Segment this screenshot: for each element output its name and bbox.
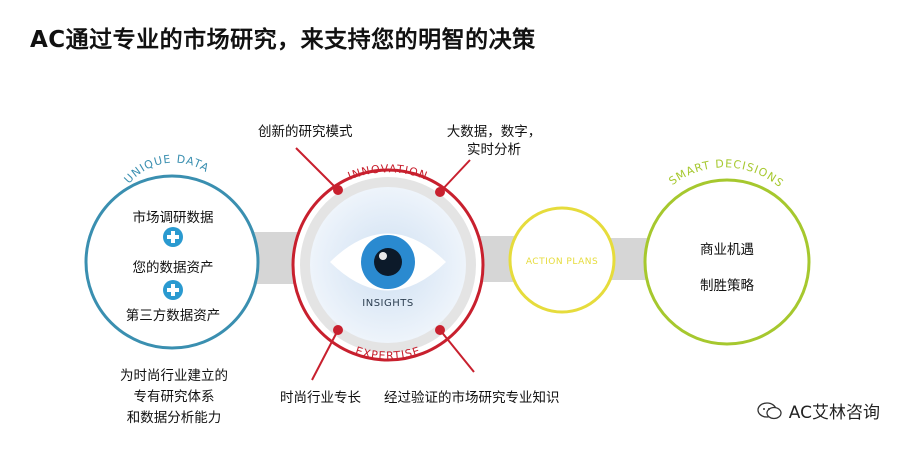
innovation-callout-right-line-2: 实时分析 (467, 142, 521, 158)
callout-expertise-left (311, 325, 343, 381)
action-plans-circle (508, 206, 616, 314)
page-title: AC通过专业的市场研究，来支持您的明智的决策 (30, 27, 536, 53)
callout-innovation-right (435, 159, 471, 197)
watermark-text: AC艾林咨询 (788, 403, 880, 423)
smart-decisions-item-1: 商业机遇 (700, 242, 754, 258)
unique-data-item-1: 市场调研数据 (132, 210, 214, 226)
unique-data-item-2: 您的数据资产 (132, 260, 214, 276)
unique-data-caption-line-3: 和数据分析能力 (126, 410, 222, 426)
watermark: AC艾林咨询 (757, 398, 880, 423)
unique-data-caption-line-1: 为时尚行业建立的 (120, 368, 228, 384)
insights-label: INSIGHTS (362, 298, 413, 309)
eye-icon (330, 233, 446, 291)
innovation-callout-left: 创新的研究模式 (258, 124, 353, 140)
plus-icon-1 (163, 227, 183, 247)
callout-expertise-right (435, 325, 475, 373)
plus-icon-2 (163, 280, 183, 300)
wechat-icon (757, 401, 782, 419)
smart-decisions-circle (643, 178, 811, 346)
action-plans-label: ACTION PLANS (526, 257, 598, 267)
unique-data-item-3: 第三方数据资产 (125, 308, 221, 324)
unique-data-circle (84, 174, 260, 350)
expertise-callout-right: 经过验证的市场研究专业知识 (384, 390, 560, 406)
callout-innovation-left (295, 147, 343, 195)
smart-decisions-item-2: 制胜策略 (700, 278, 754, 294)
unique-data-caption-line-2: 专有研究体系 (133, 389, 215, 405)
expertise-callout-left: 时尚行业专长 (280, 390, 361, 406)
expertise-arc-label: EXPERTISE (354, 344, 422, 362)
innovation-callout-right-line-1: 大数据，数字， (446, 124, 542, 140)
